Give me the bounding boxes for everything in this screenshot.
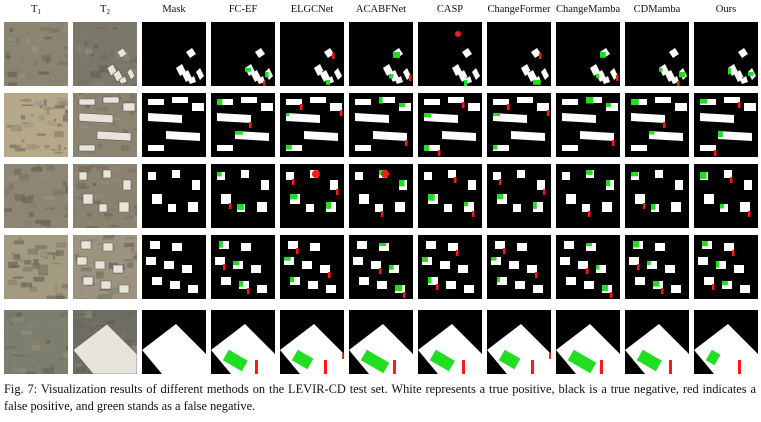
- tile-row3-casp: [418, 164, 482, 228]
- tile-row5-mask: [142, 310, 206, 374]
- column-header-cdmamba: CDMamba: [633, 4, 681, 15]
- tile-row1-acabfnet: [349, 22, 413, 86]
- tile-row5-fc_ef: [211, 310, 275, 374]
- tile-row1-mask: [142, 22, 206, 86]
- tile-row1-ours: [694, 22, 758, 86]
- column-header-elgcnet: ELGCNet: [290, 4, 334, 15]
- tile-row1-t2: [73, 22, 137, 86]
- tile-row3-changemamba: [556, 164, 620, 228]
- tile-row5-changeformer: [487, 310, 551, 374]
- tile-row3-ours: [694, 164, 758, 228]
- tile-row5-t2: [73, 310, 137, 374]
- tile-row3-t1: [4, 164, 68, 228]
- tile-row3-elgcnet: [280, 164, 344, 228]
- column-header-fc_ef: FC-EF: [228, 4, 258, 15]
- tile-row1-casp: [418, 22, 482, 86]
- tile-row2-t1: [4, 93, 68, 157]
- tile-row1-t1: [4, 22, 68, 86]
- tile-row5-casp: [418, 310, 482, 374]
- tile-row2-fc_ef: [211, 93, 275, 157]
- tile-row3-cdmamba: [625, 164, 689, 228]
- tile-row2-acabfnet: [349, 93, 413, 157]
- tile-row3-fc_ef: [211, 164, 275, 228]
- tile-row4-t2: [73, 235, 137, 299]
- column-header-t2: T2: [100, 4, 110, 16]
- tile-row4-t1: [4, 235, 68, 299]
- tile-row1-changeformer: [487, 22, 551, 86]
- tile-row1-fc_ef: [211, 22, 275, 86]
- column-header-ours: Ours: [715, 4, 737, 15]
- tile-row1-elgcnet: [280, 22, 344, 86]
- figure-grid: T1 T2 Mask FC-EF ELGCNet ACABFNet CASP ChangeFo…: [4, 4, 758, 374]
- tile-row2-elgcnet: [280, 93, 344, 157]
- tile-row2-changemamba: [556, 93, 620, 157]
- tile-row1-changemamba: [556, 22, 620, 86]
- tile-row5-t1: [4, 310, 68, 374]
- figure-caption: Fig. 7: Visualization results of differe…: [4, 382, 756, 413]
- tile-row3-acabfnet: [349, 164, 413, 228]
- tile-row4-ours: [694, 235, 758, 299]
- tile-row4-cdmamba: [625, 235, 689, 299]
- tile-row4-changeformer: [487, 235, 551, 299]
- tile-row4-changemamba: [556, 235, 620, 299]
- tile-row1-cdmamba: [625, 22, 689, 86]
- tile-row2-cdmamba: [625, 93, 689, 157]
- tile-row4-mask: [142, 235, 206, 299]
- tile-row4-elgcnet: [280, 235, 344, 299]
- tile-row4-fc_ef: [211, 235, 275, 299]
- column-header-mask: Mask: [162, 4, 186, 15]
- tile-row5-ours: [694, 310, 758, 374]
- tile-row5-acabfnet: [349, 310, 413, 374]
- tile-row4-casp: [418, 235, 482, 299]
- tile-row2-mask: [142, 93, 206, 157]
- tile-row5-changemamba: [556, 310, 620, 374]
- column-header-acabfnet: ACABFNet: [355, 4, 407, 15]
- tile-row2-changeformer: [487, 93, 551, 157]
- tile-row2-ours: [694, 93, 758, 157]
- tile-row5-cdmamba: [625, 310, 689, 374]
- tile-row5-elgcnet: [280, 310, 344, 374]
- tile-row4-acabfnet: [349, 235, 413, 299]
- column-header-t1: T1: [31, 4, 41, 16]
- column-header-casp: CASP: [436, 4, 464, 15]
- tile-row2-casp: [418, 93, 482, 157]
- tile-row3-changeformer: [487, 164, 551, 228]
- tile-row3-mask: [142, 164, 206, 228]
- tile-row3-t2: [73, 164, 137, 228]
- column-header-changemamba: ChangeMamba: [556, 4, 621, 15]
- column-header-changeformer: ChangeFormer: [487, 4, 551, 15]
- tile-row2-t2: [73, 93, 137, 157]
